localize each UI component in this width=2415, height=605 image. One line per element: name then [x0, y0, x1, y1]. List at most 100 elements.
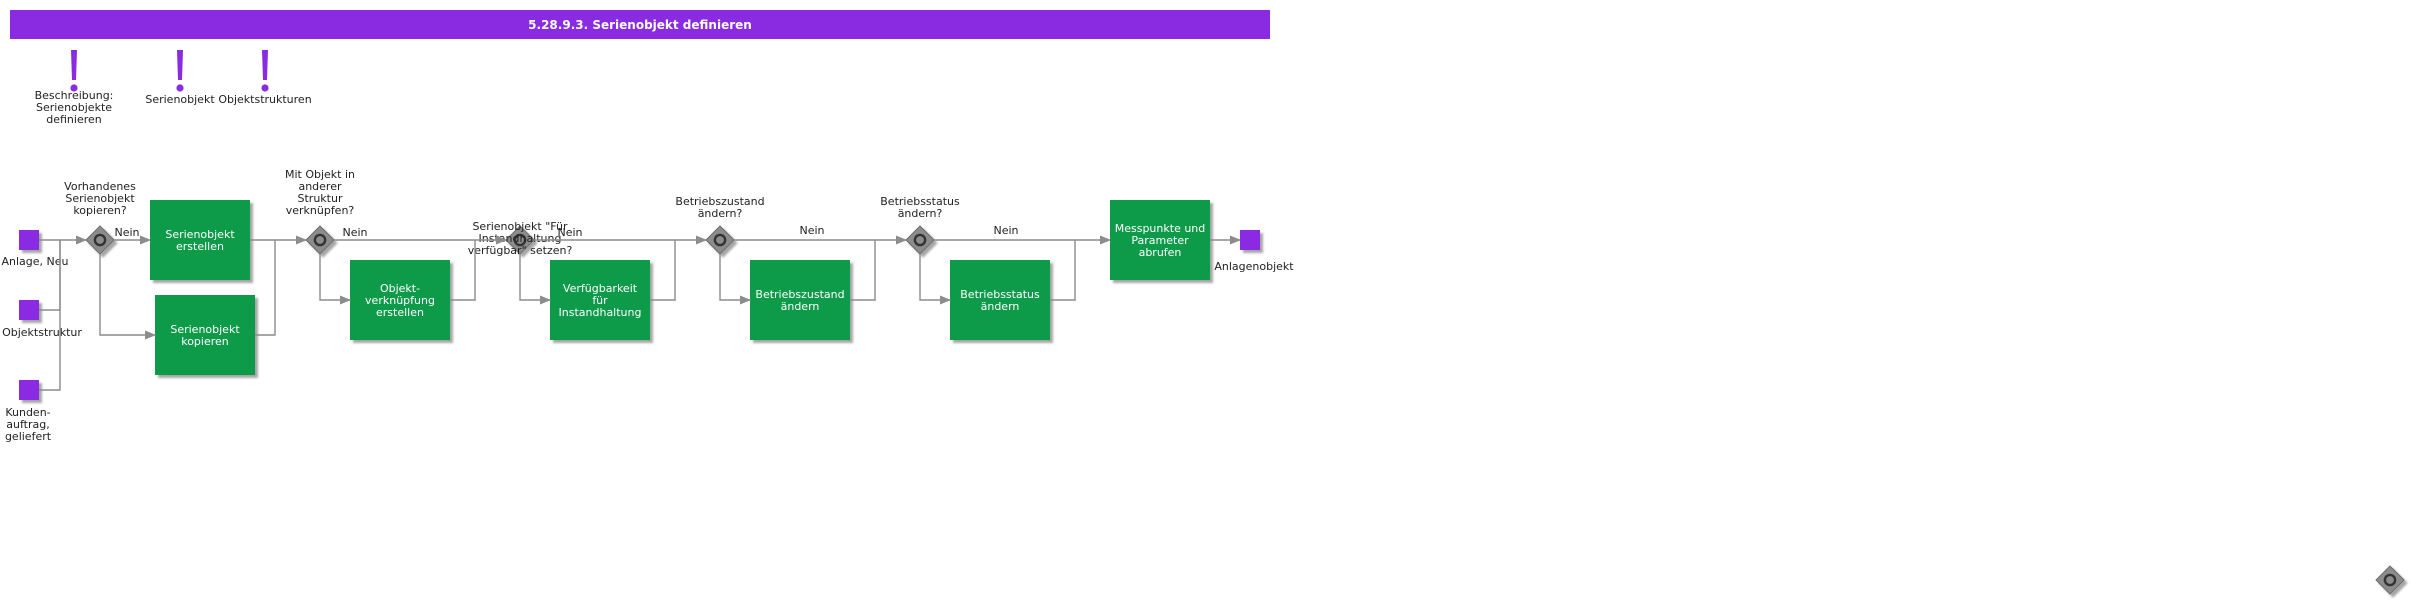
gateway-g4[interactable]	[705, 225, 735, 255]
exclamation-bar	[262, 50, 268, 80]
gateway-detached[interactable]	[2375, 565, 2405, 595]
task-serienobjekt-kopieren-label-line: kopieren	[181, 335, 229, 348]
exclamation-icon[interactable]	[261, 50, 269, 92]
event-label-kundenauftrag-line: auftrag,	[6, 418, 49, 431]
gateway-ring-inner	[516, 236, 524, 244]
gateway-label-g2-line: verknüpfen?	[286, 204, 355, 217]
edge-label-g1-nein: Nein	[114, 226, 139, 239]
gateway-ring-inner	[2386, 576, 2394, 584]
gateway-label-g3-line: verfügbar" setzen?	[468, 244, 573, 257]
page-title: 5.28.9.3. Serienobjekt definieren	[10, 10, 1270, 39]
event-label-anlage-neu-line: Anlage, Neu	[1, 255, 68, 268]
edge-t5-merge	[850, 240, 876, 301]
edge-t3-merge	[450, 240, 476, 301]
edge-g4-t5	[719, 254, 752, 305]
edge-g5-t6	[919, 254, 952, 305]
gateway-ring-inner	[96, 236, 104, 244]
event-label-anlagenobjekt-line: Anlagenobjekt	[1214, 260, 1294, 273]
task-objektverknuepfung-erstellen[interactable]	[350, 260, 450, 340]
exclamation-bar	[177, 50, 183, 80]
event-label-anlage-neu: Anlage, Neu	[1, 255, 68, 268]
task-messpunkte-parameter-abrufen-label-line: abrufen	[1139, 246, 1182, 259]
edge-start2-g1	[39, 240, 61, 311]
info-label-description-line: definieren	[46, 113, 102, 126]
gateway-g5[interactable]	[905, 225, 935, 255]
edge-label-g5-nein: Nein	[993, 224, 1018, 237]
event-label-kundenauftrag-line: Kunden-	[5, 406, 50, 419]
exclamation-bar	[71, 50, 77, 80]
edge-g3-t4	[519, 254, 552, 305]
end-event-anlagenobjekt[interactable]	[1240, 230, 1260, 250]
gateway-g3[interactable]	[505, 225, 535, 255]
task-objektverknuepfung-erstellen-label-line: erstellen	[376, 306, 424, 319]
task-serienobjekt-kopieren[interactable]	[155, 295, 255, 375]
start-event-objektstruktur[interactable]	[19, 300, 39, 320]
info-label-description-line: Beschreibung:	[35, 89, 114, 102]
gateway-label-g3-line: Serienobjekt "Für	[472, 220, 568, 233]
task-verfuegbarkeit-instandhaltung-label-line: für	[592, 294, 608, 307]
gateway-g2[interactable]	[305, 225, 335, 255]
exclamation-icon[interactable]	[176, 50, 184, 92]
task-objektverknuepfung-erstellen-label-line: verknüpfung	[365, 294, 435, 307]
gateway-label-g5-line: ändern?	[898, 207, 943, 220]
event-label-kundenauftrag-line: geliefert	[5, 430, 52, 443]
gateway-ring-inner	[716, 236, 724, 244]
task-objektverknuepfung-erstellen-label-line: Objekt-	[380, 282, 420, 295]
task-betriebszustand-aendern-label-line: Betriebszustand	[755, 288, 844, 301]
edge-label-g4-nein: Nein	[799, 224, 824, 237]
gateway-label-g2-line: Struktur	[298, 192, 343, 205]
task-betriebsstatus-aendern[interactable]	[950, 260, 1050, 340]
gateway-label-g1-line: Serienobjekt	[65, 192, 135, 205]
gateway-g1[interactable]	[85, 225, 115, 255]
edge-t4-merge	[650, 240, 676, 301]
task-messpunkte-parameter-abrufen[interactable]	[1110, 200, 1210, 280]
task-serienobjekt-erstellen-label-line: erstellen	[176, 240, 224, 253]
event-label-objektstruktur-line: Objektstruktur	[2, 326, 82, 339]
task-betriebsstatus-aendern-label-line: Betriebsstatus	[960, 288, 1040, 301]
exclamation-dot	[70, 84, 78, 92]
gateway-ring-inner	[316, 236, 324, 244]
task-betriebszustand-aendern[interactable]	[750, 260, 850, 340]
info-label-serienobjekt: Serienobjekt	[145, 93, 215, 106]
edge-t6-merge	[1050, 240, 1076, 301]
gateway-label-g2-line: Mit Objekt in	[285, 168, 355, 181]
info-label-objektstrukturen: Objektstrukturen	[218, 93, 311, 106]
task-messpunkte-parameter-abrufen-label-line: Parameter	[1131, 234, 1189, 247]
start-event-kundenauftrag[interactable]	[19, 380, 39, 400]
task-serienobjekt-erstellen[interactable]	[150, 200, 250, 280]
edge-start3-g1	[39, 240, 61, 391]
task-betriebsstatus-aendern-label-line: ändern	[981, 300, 1020, 313]
event-label-kundenauftrag: Kunden-auftrag,geliefert	[5, 406, 52, 443]
gateway-label-g1-line: Vorhandenes	[64, 180, 136, 193]
edge-label-g3-nein: Nein	[557, 226, 582, 239]
info-label-description-line: Serienobjekte	[36, 101, 112, 114]
task-verfuegbarkeit-instandhaltung-label-line: Verfügbarkeit	[563, 282, 638, 295]
edge-t2-merge	[255, 240, 276, 336]
edge-label-g2-nein: Nein	[342, 226, 367, 239]
exclamation-icon[interactable]	[70, 50, 78, 92]
task-verfuegbarkeit-instandhaltung-label-line: Instandhaltung	[559, 306, 642, 319]
gateway-ring-inner	[916, 236, 924, 244]
task-verfuegbarkeit-instandhaltung[interactable]	[550, 260, 650, 340]
task-messpunkte-parameter-abrufen-label-line: Messpunkte und	[1115, 222, 1206, 235]
exclamation-dot	[176, 84, 184, 92]
task-betriebszustand-aendern-label-line: ändern	[781, 300, 820, 313]
gateway-label-g5-line: Betriebsstatus	[880, 195, 960, 208]
exclamation-dot	[261, 84, 269, 92]
task-serienobjekt-kopieren-label-line: Serienobjekt	[170, 323, 240, 336]
start-event-anlage-neu[interactable]	[19, 230, 39, 250]
edge-g1-t2	[99, 254, 157, 340]
gateway-label-g2-line: anderer	[298, 180, 342, 193]
